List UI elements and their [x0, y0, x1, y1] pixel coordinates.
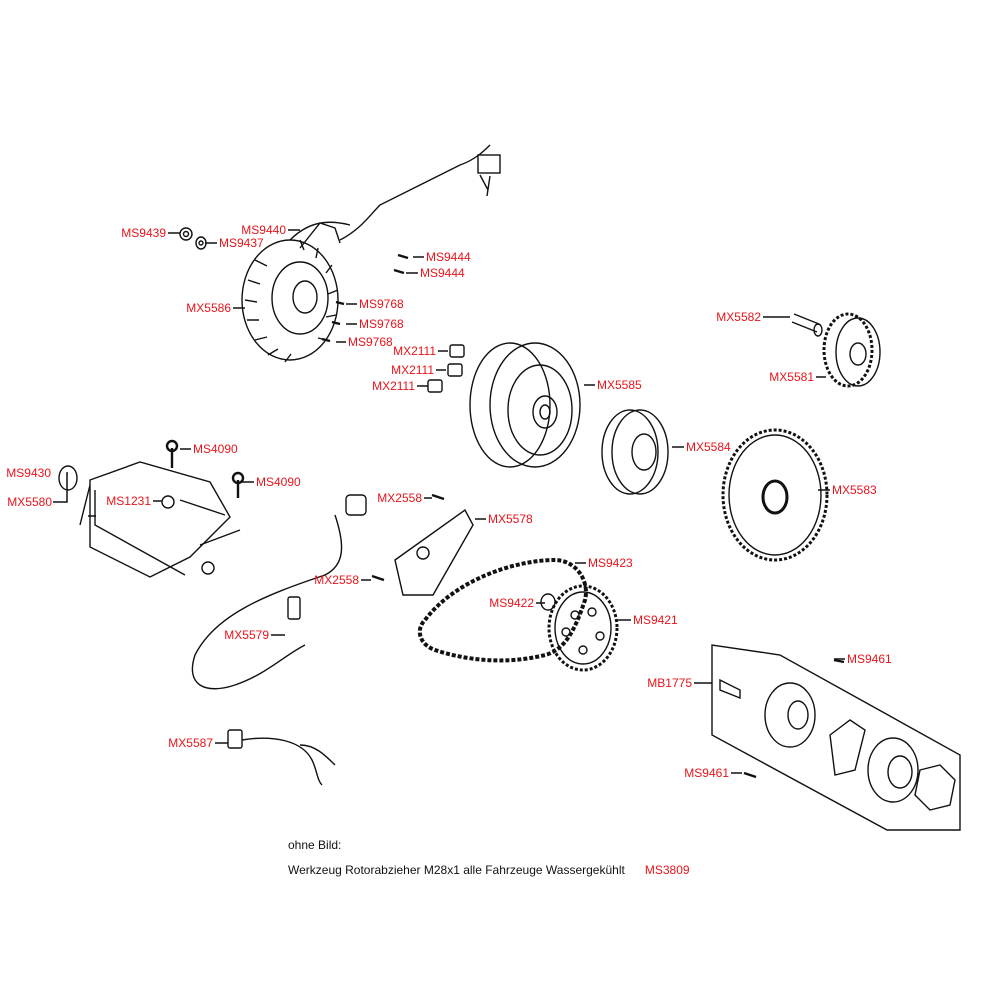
footer-heading: ohne Bild: — [288, 838, 342, 852]
part-label-mx5584[interactable]: MX5584 — [686, 440, 731, 454]
part-label-ms4090[interactable]: MS4090 — [256, 475, 301, 489]
rotor-mx5585 — [469, 342, 581, 468]
part-label-ms9437[interactable]: MS9437 — [219, 236, 264, 250]
washer-ms9437 — [195, 236, 207, 250]
harness-mx5587 — [227, 729, 336, 786]
part-label-ms9439[interactable]: MS9439 — [121, 226, 166, 240]
part-label-mx2558[interactable]: MX2558 — [314, 573, 359, 587]
footer-item: Werkzeug Rotorabzieher M28x1 alle Fahrze… — [288, 863, 690, 877]
part-label-ms9423[interactable]: MS9423 — [588, 556, 633, 570]
part-label-mx5579[interactable]: MX5579 — [224, 628, 269, 642]
starter-clutch-mx5584 — [601, 409, 669, 495]
part-label-mx2111[interactable]: MX2111 — [372, 379, 415, 393]
part-label-mx5586[interactable]: MX5586 — [186, 301, 231, 315]
part-label-ms9768[interactable]: MS9768 — [359, 297, 404, 311]
part-label-mx5583[interactable]: MX5583 — [832, 483, 877, 497]
part-label-mx5582[interactable]: MX5582 — [716, 310, 761, 324]
leader-lines — [53, 229, 845, 774]
starter-cable-mx5579 — [191, 494, 367, 690]
part-label-mx5580[interactable]: MX5580 — [7, 495, 52, 509]
starter-gear-mx5583 — [721, 428, 829, 562]
part-label-ms9461[interactable]: MS9461 — [684, 766, 729, 780]
footer-item-text: Werkzeug Rotorabzieher M28x1 alle Fahrze… — [288, 863, 625, 877]
shaft-mx5582 — [791, 313, 823, 337]
part-label-ms1231[interactable]: MS1231 — [106, 494, 151, 508]
part-label-ms9768[interactable]: MS9768 — [359, 317, 404, 331]
o-ring-ms9430 — [58, 465, 78, 491]
sprocket-ms9421 — [547, 584, 619, 672]
idle-gear-mx5581 — [822, 312, 881, 388]
part-label-mx2558[interactable]: MX2558 — [377, 491, 422, 505]
part-label-ms9768[interactable]: MS9768 — [348, 335, 393, 349]
part-label-mx2111[interactable]: MX2111 — [391, 363, 434, 377]
part-label-ms9444[interactable]: MS9444 — [420, 266, 465, 280]
stator-mx5586 — [241, 144, 501, 363]
part-label-ms9430[interactable]: MS9430 — [6, 466, 51, 480]
starter-motor-mx5580 — [58, 461, 241, 578]
part-label-mx5587[interactable]: MX5587 — [168, 736, 213, 750]
part-label-mx5578[interactable]: MX5578 — [488, 512, 533, 526]
part-label-ms4090[interactable]: MS4090 — [193, 442, 238, 456]
part-label-ms9461[interactable]: MS9461 — [847, 652, 892, 666]
oil-pump-mb1775 — [711, 644, 961, 831]
screws — [165, 253, 845, 779]
chain-cover-mx5578 — [394, 508, 474, 596]
footer-item-part-number[interactable]: MS3809 — [644, 863, 690, 877]
part-label-ms9440[interactable]: MS9440 — [241, 223, 286, 237]
chain-ms9423 — [417, 557, 588, 663]
bolts-mx2111 — [427, 344, 465, 393]
part-label-mb1775[interactable]: MB1775 — [647, 676, 692, 690]
part-label-ms9444[interactable]: MS9444 — [426, 250, 471, 264]
part-label-mx5585[interactable]: MX5585 — [597, 378, 642, 392]
part-label-ms9422[interactable]: MS9422 — [489, 596, 534, 610]
part-label-mx5581[interactable]: MX5581 — [769, 370, 814, 384]
part-label-ms9421[interactable]: MS9421 — [633, 613, 678, 627]
part-label-mx2111[interactable]: MX2111 — [393, 344, 436, 358]
nut-ms9439 — [179, 227, 193, 241]
